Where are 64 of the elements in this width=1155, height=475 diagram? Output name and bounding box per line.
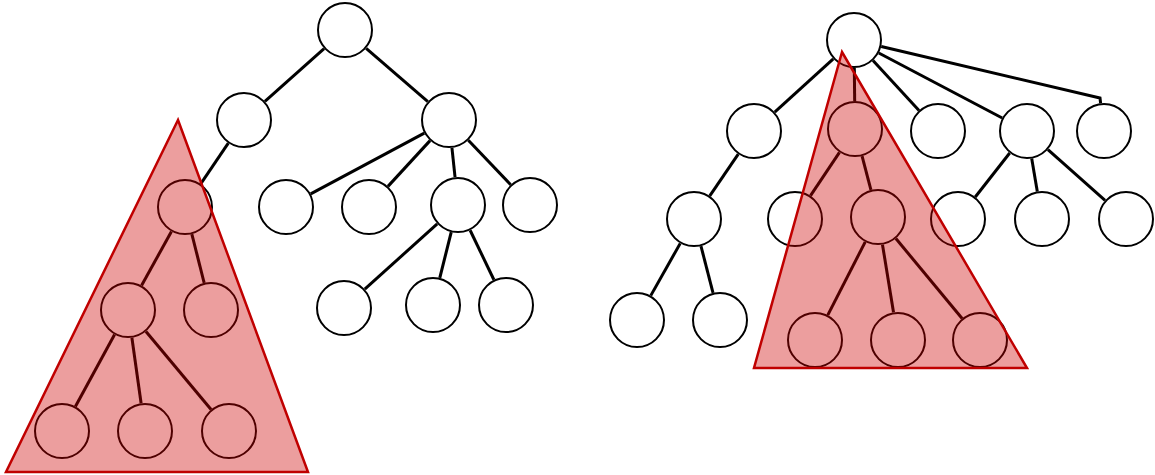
tree-node-circle [502, 177, 558, 233]
tree-node-circle [999, 103, 1055, 159]
tree-edge [130, 337, 143, 404]
tree-edge [878, 51, 1003, 120]
tree-node-circle [316, 280, 372, 336]
tree-edge [809, 151, 841, 197]
tree-node-circle [317, 2, 373, 58]
tree-node-circle [1014, 191, 1070, 247]
tree-node-circle [826, 12, 882, 68]
tree-edge [1046, 148, 1107, 202]
tree-edge [826, 241, 867, 316]
tree-node-circle [405, 277, 461, 333]
tree-node-circle [609, 292, 665, 348]
tree-edge [468, 229, 496, 281]
tree-node-circle [827, 101, 883, 157]
tree-node-circle [767, 191, 823, 247]
tree-node-circle [183, 282, 239, 338]
tree-node-circle [952, 312, 1008, 368]
tree-edge [708, 153, 740, 197]
tree-edge [386, 139, 432, 188]
tree-node-circle [910, 103, 966, 159]
tree-edge [438, 231, 453, 279]
tree-edge [74, 333, 116, 408]
tree-edge [852, 67, 857, 102]
tree-node-circle [421, 92, 477, 148]
tree-node-circle [117, 403, 173, 459]
tree-edge [974, 152, 1011, 198]
tree-edge [365, 47, 429, 103]
tree-node-circle [870, 312, 926, 368]
tree-edge [699, 245, 715, 294]
tree-edge [871, 59, 921, 112]
tree-edge [144, 330, 213, 411]
tree-edge [880, 44, 1103, 104]
tree-node-circle [216, 92, 272, 148]
tree-edge [894, 237, 964, 320]
tree-node-circle [850, 189, 906, 245]
tree-edge [881, 244, 895, 313]
tree-edge [467, 139, 512, 186]
tree-node-circle [478, 277, 534, 333]
tree-node-circle [930, 191, 986, 247]
tree-node-circle [1098, 191, 1154, 247]
tree-node-circle [100, 282, 156, 338]
tree-edge [450, 147, 457, 178]
tree-node-circle [692, 292, 748, 348]
tree-node-circle [341, 179, 397, 235]
tree-edge [773, 57, 835, 114]
tree-node-circle [157, 179, 213, 235]
tree-node-circle [34, 403, 90, 459]
tree-edge [860, 155, 873, 191]
tree-node-circle [666, 191, 722, 247]
tree-edge [1030, 158, 1039, 192]
tree-edge [190, 233, 206, 284]
tree-edge [649, 242, 682, 297]
tree-node-circle [787, 312, 843, 368]
tree-edge [263, 47, 326, 103]
tree-node-circle [201, 403, 257, 459]
tree-edge [199, 142, 230, 185]
tree-node-circle [430, 177, 486, 233]
tree-node-circle [258, 179, 314, 235]
tree-edge [140, 230, 173, 287]
tree-edge [363, 222, 439, 291]
tree-node-circle [726, 103, 782, 159]
tree-node-circle [1076, 103, 1132, 159]
tree-edge [310, 131, 425, 196]
